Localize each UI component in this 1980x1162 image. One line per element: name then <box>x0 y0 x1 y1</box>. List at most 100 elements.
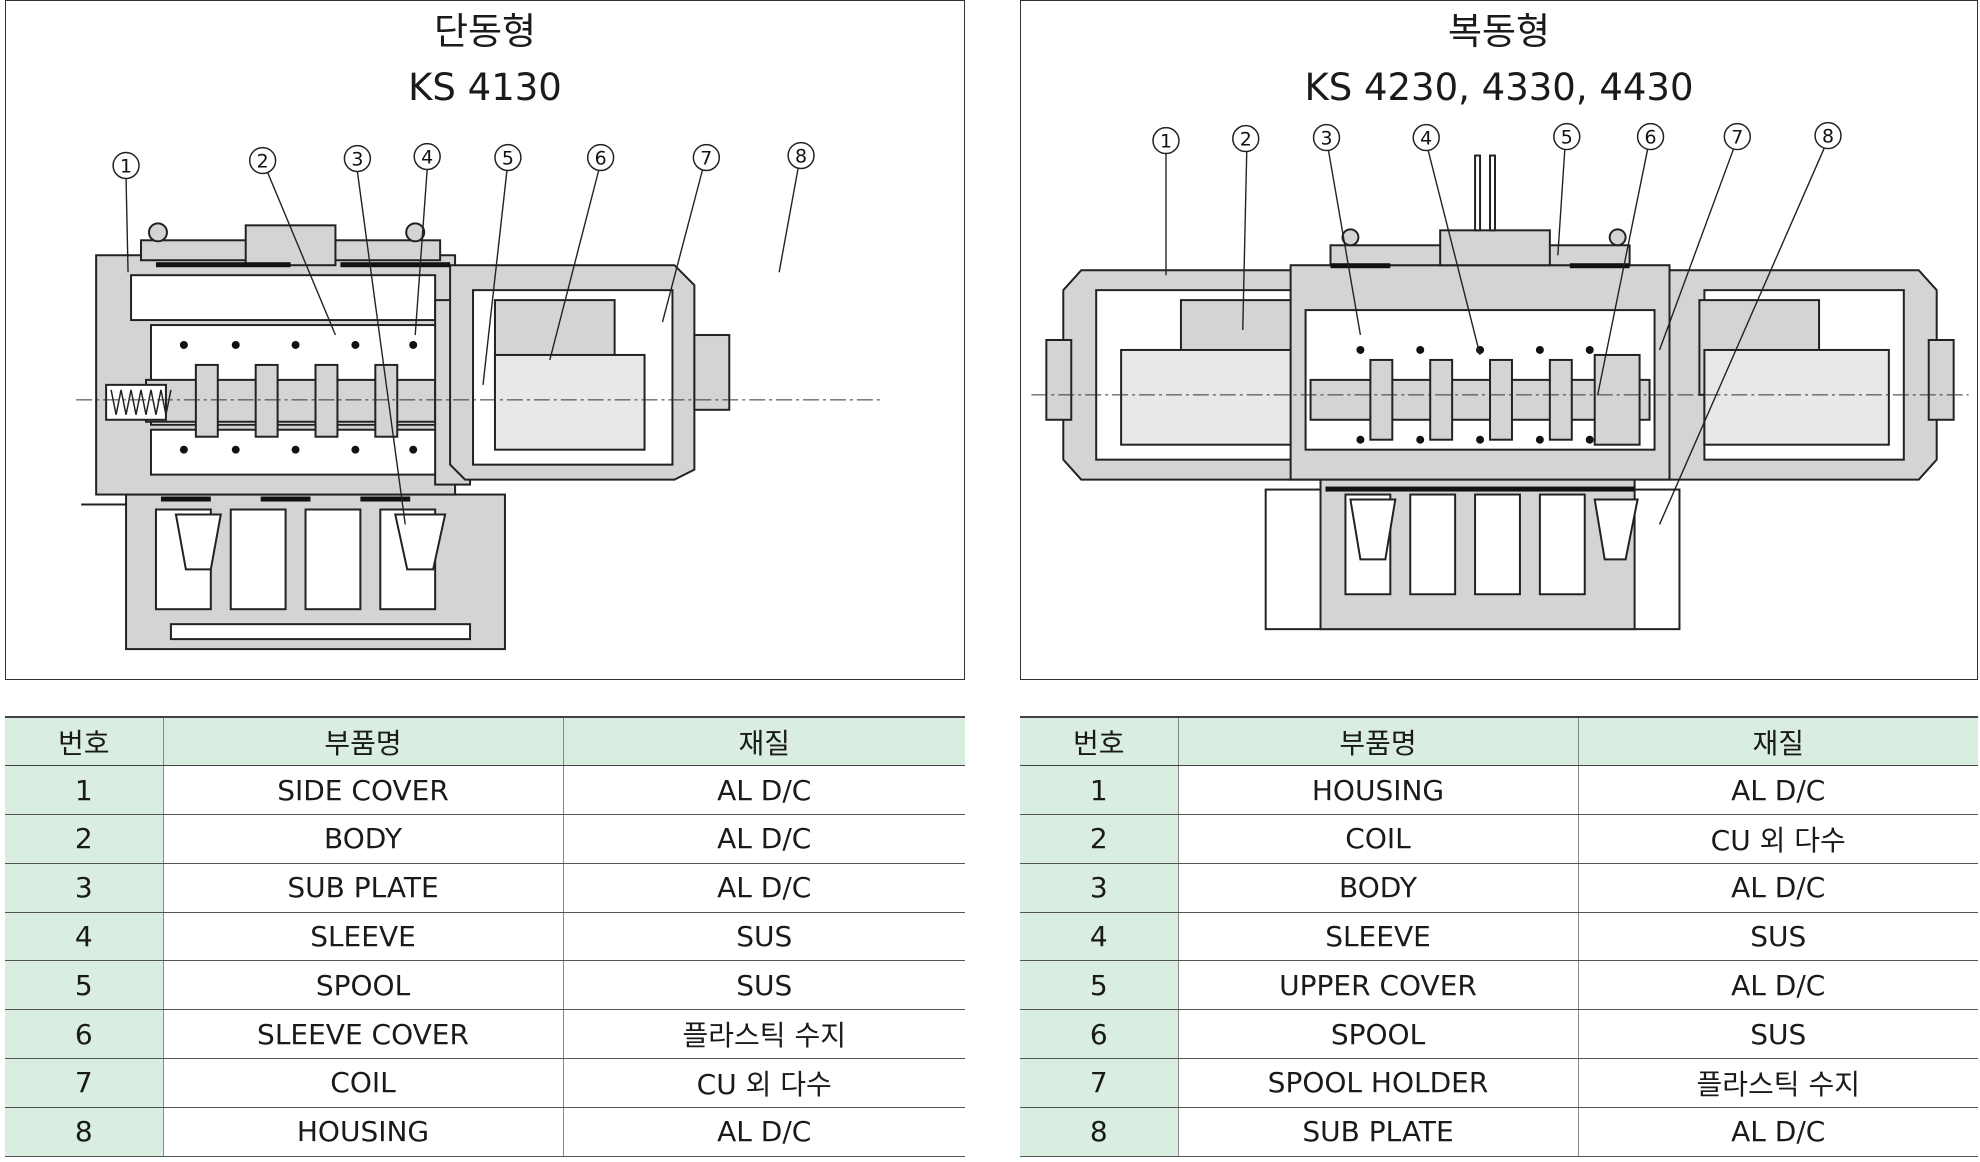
row-number: 6 <box>1020 1009 1178 1060</box>
row-number: 6 <box>5 1009 163 1060</box>
diagram-model: KS 4230, 4330, 4430 <box>1304 66 1694 109</box>
callout-5: 5 <box>502 148 514 170</box>
row-material: AL D/C <box>1577 960 1978 1011</box>
row-number: 2 <box>1020 814 1178 864</box>
double-acting-diagram: 복동형 KS 4230, 4330, 4430 <box>1020 0 1978 680</box>
callout-2: 2 <box>257 151 269 173</box>
callout-7: 7 <box>700 148 712 170</box>
row-material: CU 외 다수 <box>562 1058 965 1108</box>
callout-2: 2 <box>1240 129 1252 151</box>
row-number: 3 <box>5 863 163 913</box>
row-material: AL D/C <box>562 814 965 864</box>
row-part-name: SIDE COVER <box>162 765 563 816</box>
row-material: SUS <box>562 960 965 1011</box>
row-material: SUS <box>1577 912 1978 962</box>
row-material: SUS <box>562 912 965 962</box>
row-part-name: SLEEVE <box>162 912 563 962</box>
row-material: AL D/C <box>1577 1107 1978 1157</box>
row-number: 8 <box>1020 1107 1178 1157</box>
row-material: AL D/C <box>1577 765 1978 816</box>
callout-8: 8 <box>1822 126 1834 148</box>
callout-3: 3 <box>1320 128 1332 150</box>
callout-6: 6 <box>1645 127 1657 149</box>
row-part-name: SLEEVE COVER <box>162 1009 563 1060</box>
single-acting-cross-section: 1 2 3 4 5 6 7 8 <box>76 141 884 651</box>
header-material: 재질 <box>562 716 965 767</box>
row-material: 플라스틱 수지 <box>562 1009 965 1060</box>
callout-3: 3 <box>351 149 363 171</box>
row-material: AL D/C <box>562 863 965 913</box>
callout-5: 5 <box>1561 127 1573 149</box>
row-number: 5 <box>1020 960 1178 1011</box>
diagram-model: KS 4130 <box>408 66 562 109</box>
callout-4: 4 <box>421 147 433 169</box>
row-number: 8 <box>5 1107 163 1157</box>
row-part-name: SPOOL HOLDER <box>1177 1058 1578 1108</box>
row-part-name: SLEEVE <box>1177 912 1578 962</box>
row-part-name: BODY <box>1177 863 1578 913</box>
callout-4: 4 <box>1420 128 1432 150</box>
double-acting-cross-section: 1 2 3 4 5 6 7 8 <box>1031 121 1969 631</box>
row-number: 4 <box>5 912 163 962</box>
header-number: 번호 <box>5 716 163 767</box>
header-part-name: 부품명 <box>162 716 563 767</box>
single-acting-diagram: 단동형 KS 4130 <box>5 0 965 680</box>
row-number: 3 <box>1020 863 1178 913</box>
header-part-name: 부품명 <box>1177 716 1578 767</box>
header-number: 번호 <box>1020 716 1178 767</box>
row-number: 7 <box>1020 1058 1178 1108</box>
row-part-name: SUB PLATE <box>162 863 563 913</box>
row-material: SUS <box>1577 1009 1978 1060</box>
row-number: 7 <box>5 1058 163 1108</box>
row-number: 1 <box>1020 765 1178 816</box>
double-acting-panel: 복동형 KS 4230, 4330, 4430 <box>1020 0 1978 1157</box>
row-part-name: COIL <box>162 1058 563 1108</box>
row-number: 4 <box>1020 912 1178 962</box>
callout-1: 1 <box>1160 131 1172 153</box>
header-material: 재질 <box>1577 716 1978 767</box>
callout-8: 8 <box>795 146 807 168</box>
row-part-name: HOUSING <box>162 1107 563 1157</box>
single-acting-panel: 단동형 KS 4130 <box>5 0 965 1157</box>
row-part-name: SUB PLATE <box>1177 1107 1578 1157</box>
row-number: 1 <box>5 765 163 816</box>
row-part-name: UPPER COVER <box>1177 960 1578 1011</box>
row-part-name: SPOOL <box>1177 1009 1578 1060</box>
row-material: CU 외 다수 <box>1577 814 1978 864</box>
callout-6: 6 <box>595 148 607 170</box>
row-material: 플라스틱 수지 <box>1577 1058 1978 1108</box>
row-part-name: BODY <box>162 814 563 864</box>
row-number: 2 <box>5 814 163 864</box>
row-number: 5 <box>5 960 163 1011</box>
row-material: AL D/C <box>562 765 965 816</box>
table-header-row: 번호 부품명 재질 <box>5 716 965 767</box>
diagram-title: 단동형 <box>433 10 537 53</box>
row-part-name: HOUSING <box>1177 765 1578 816</box>
row-material: AL D/C <box>1577 863 1978 913</box>
table-header-row: 번호 부품명 재질 <box>1020 716 1978 767</box>
row-material: AL D/C <box>562 1107 965 1157</box>
row-part-name: COIL <box>1177 814 1578 864</box>
row-part-name: SPOOL <box>162 960 563 1011</box>
callout-7: 7 <box>1731 127 1743 149</box>
callout-1: 1 <box>120 155 132 177</box>
diagram-title: 복동형 <box>1447 10 1551 53</box>
